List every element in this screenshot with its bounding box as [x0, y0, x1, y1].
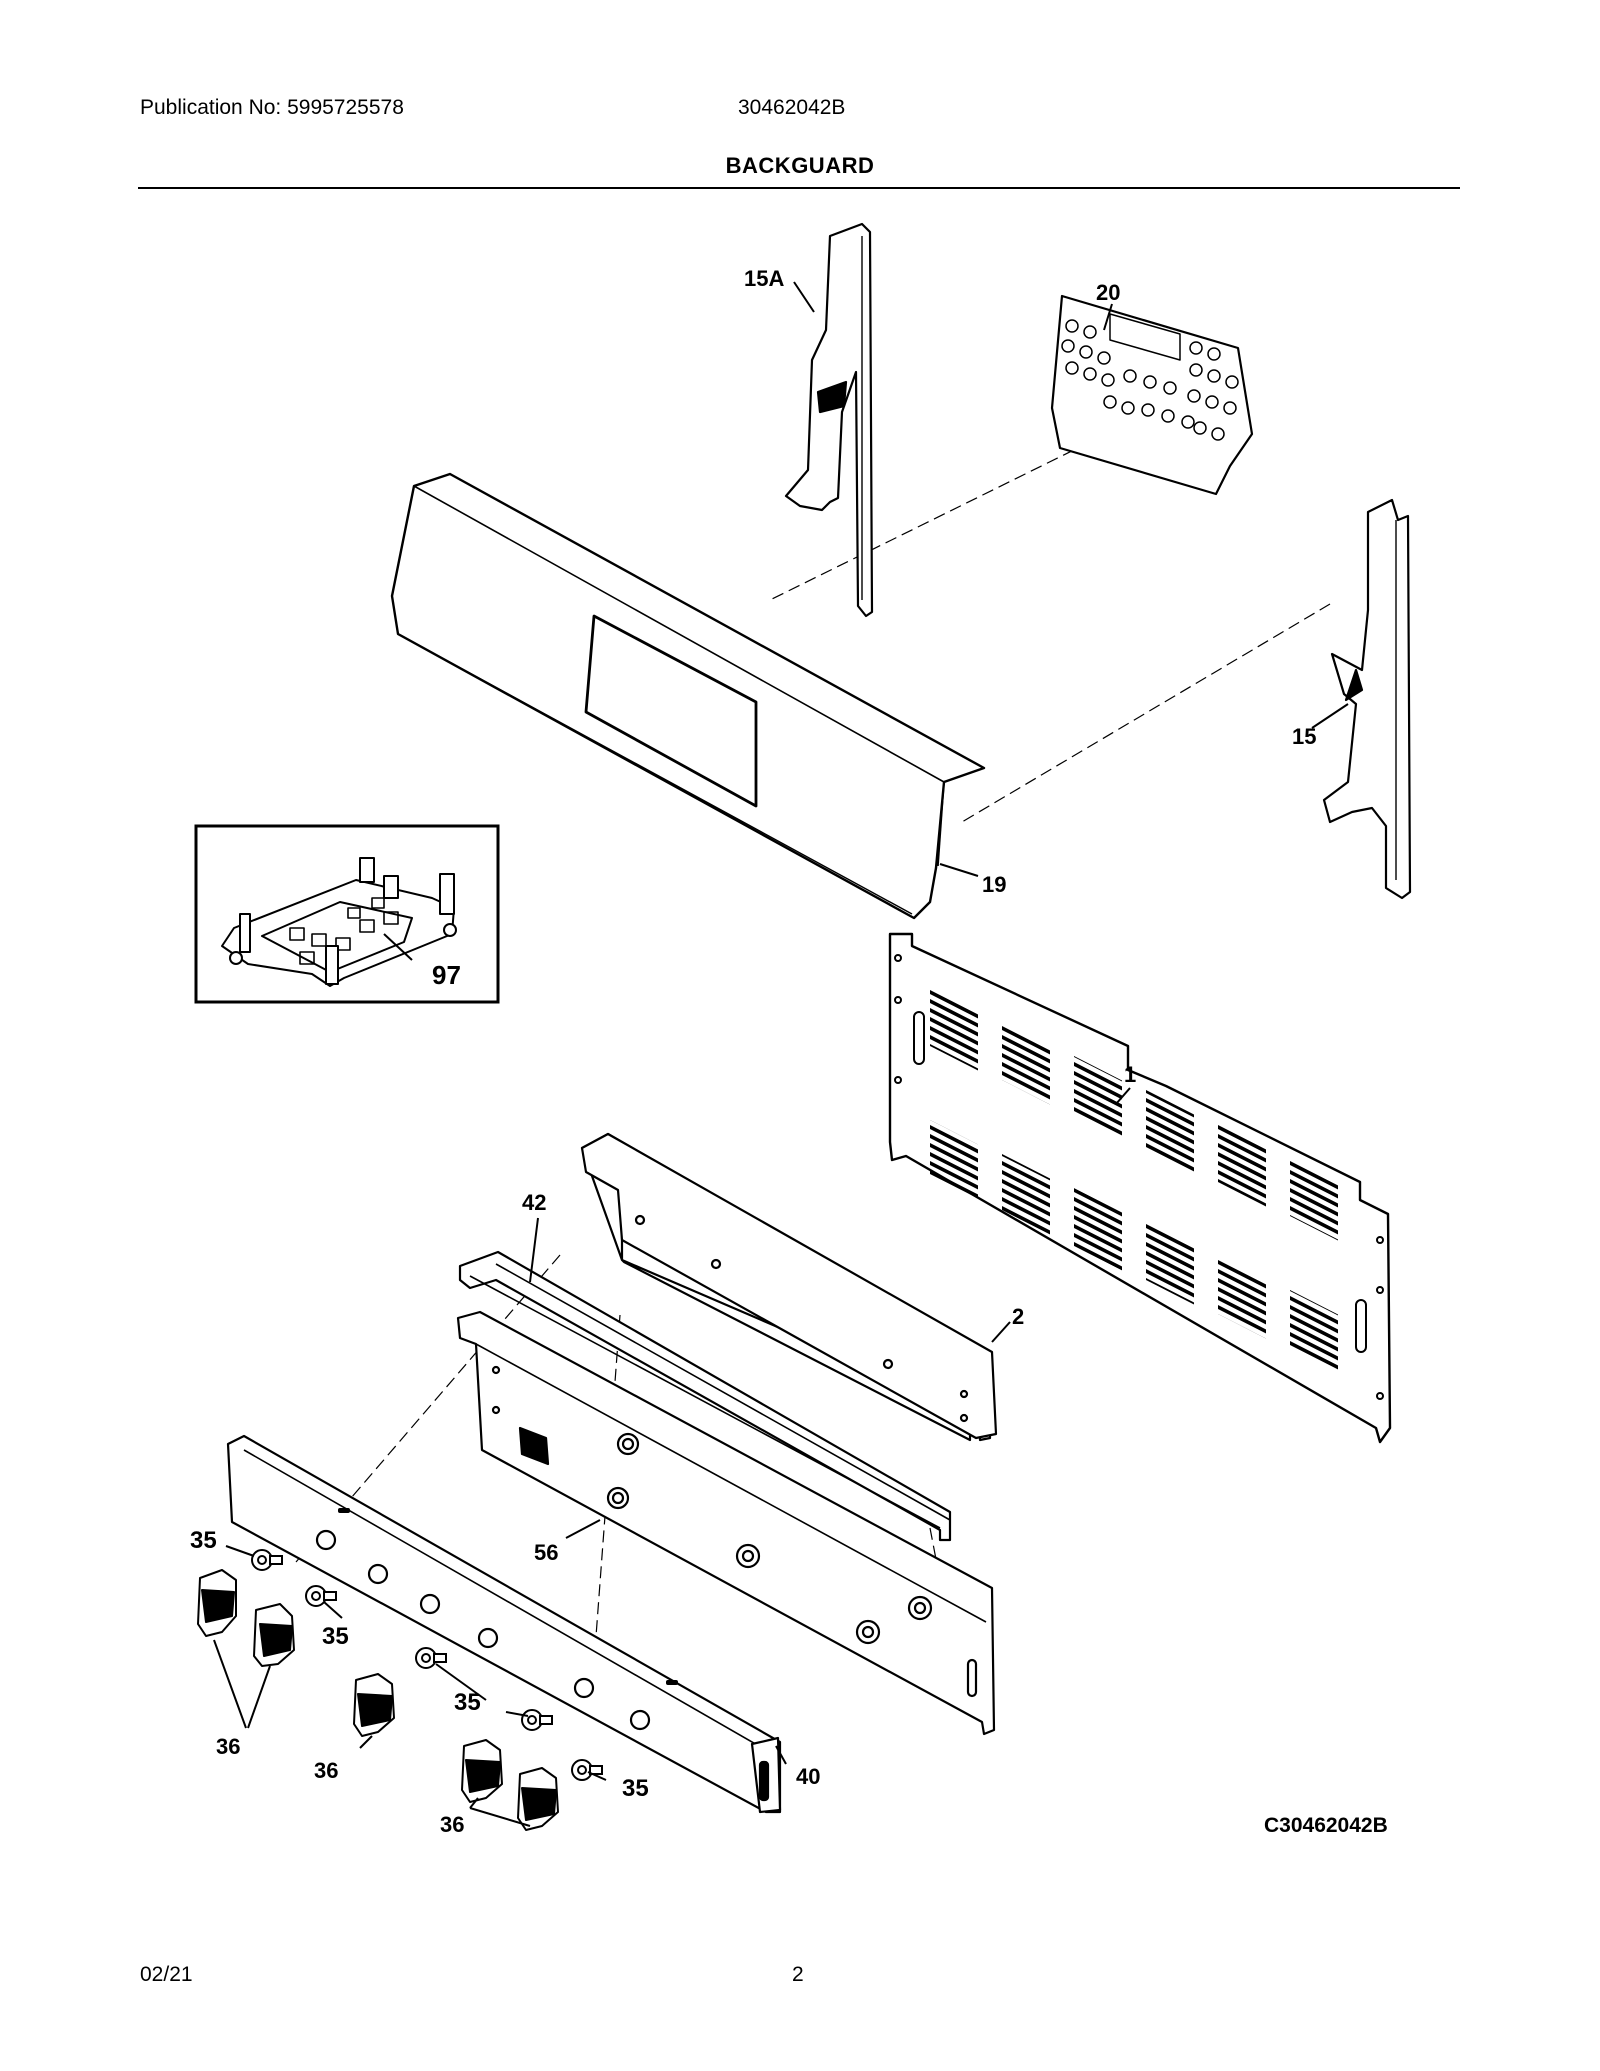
page-title: BACKGUARD [725, 153, 875, 178]
rear-panel-1 [888, 932, 1392, 1444]
lower-panel-2 [580, 1132, 998, 1442]
knobs-36 [197, 1569, 559, 1831]
control-board-20 [1050, 294, 1254, 496]
callout-56: 56 [534, 1540, 558, 1565]
callout-35-d: 35 [622, 1775, 649, 1802]
model-number: 30462042B [738, 96, 846, 119]
callout-15a: 15A [744, 266, 784, 291]
backguard-shell-19 [390, 472, 986, 920]
diagram-code: C30462042B [1264, 1814, 1388, 1837]
callout-15: 15 [1292, 724, 1316, 749]
callout-labels: 15A 20 15 19 97 1 42 2 56 35 35 35 35 36… [190, 266, 1388, 1837]
leader-lines [213, 281, 1349, 1827]
callout-20: 20 [1096, 280, 1120, 305]
side-bracket-15 [1322, 498, 1412, 900]
callout-97: 97 [432, 960, 461, 990]
callout-36-a: 36 [216, 1734, 240, 1759]
callout-2: 2 [1012, 1304, 1024, 1329]
callout-40: 40 [796, 1764, 820, 1789]
footer-page-number: 2 [792, 1963, 804, 1986]
callout-19: 19 [982, 872, 1006, 897]
heat-shield-56 [456, 1310, 996, 1736]
callout-36-b: 36 [314, 1758, 338, 1783]
callout-36-c: 36 [440, 1812, 464, 1837]
callout-42: 42 [522, 1190, 546, 1215]
inset-97-box [194, 824, 500, 1004]
callout-1: 1 [1124, 1062, 1136, 1087]
callout-35-c: 35 [454, 1689, 481, 1716]
publication-number: Publication No: 5995725578 [140, 96, 404, 119]
callout-35-b: 35 [322, 1623, 349, 1650]
side-bracket-15a [784, 222, 874, 618]
callout-35-a: 35 [190, 1527, 217, 1554]
channel-42 [458, 1250, 952, 1542]
footer-date: 02/21 [140, 1963, 193, 1986]
title-rule [138, 187, 1460, 189]
control-panel-40 [226, 1434, 782, 1814]
